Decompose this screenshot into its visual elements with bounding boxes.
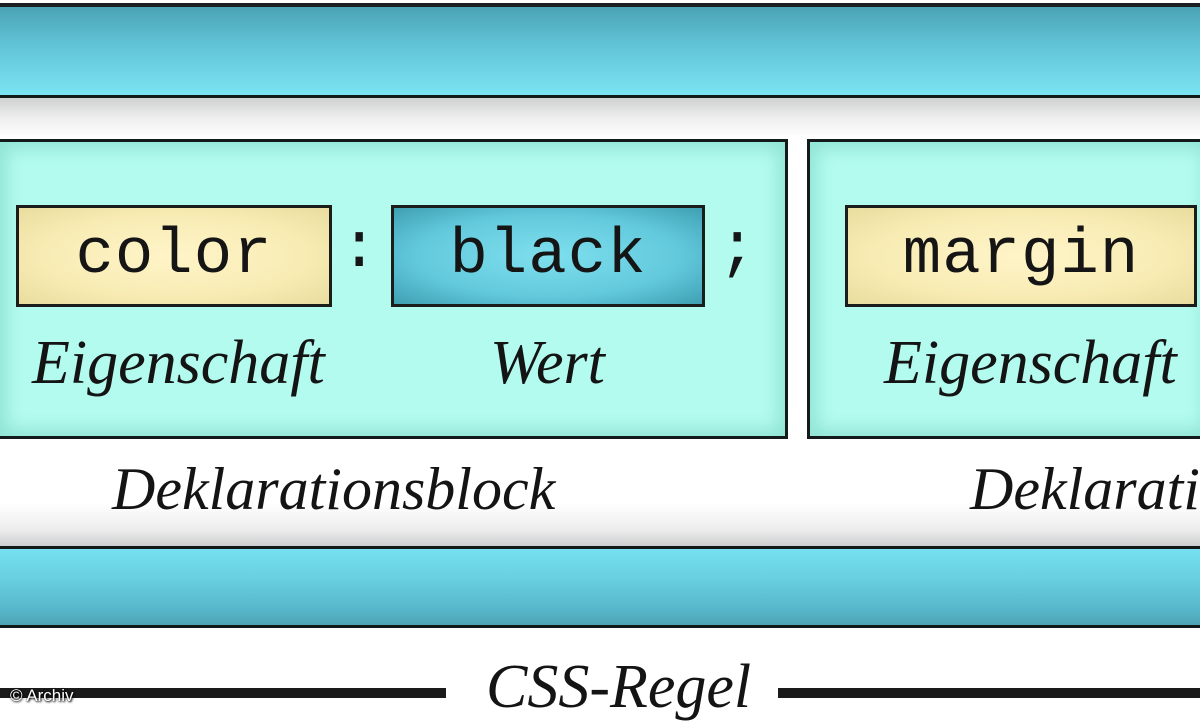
declaration-block-label-2: Deklarati [970,456,1200,522]
semicolon-terminator: ; [718,214,757,286]
copyright-watermark: © Archiv [10,686,74,705]
property-label-2: Eigenschaft [884,329,1177,397]
colon-separator: : [340,214,379,286]
property-label-1: Eigenschaft [32,329,325,397]
value-label-1: Wert [490,329,605,397]
rule-upper-gap [0,98,1200,138]
value-text: black [449,220,647,292]
declaration-block-label-1: Deklarationsblock [112,456,556,522]
rule-top-band [0,7,1200,95]
rule-bottom-divider [0,546,1200,549]
rule-bottom-border [0,625,1200,628]
rule-top-border [0,3,1200,7]
declaration-block-label-band [0,437,1200,547]
rule-caption-line-left [0,688,446,698]
property-token-margin: margin [845,205,1197,307]
rule-bottom-band [0,549,1200,625]
rule-caption-line-right [778,688,1200,698]
property-token-color: color [16,205,332,307]
property-text: color [75,220,273,292]
css-rule-label: CSS-Regel [486,653,752,721]
rule-top-divider [0,95,1200,98]
property-text: margin [902,220,1140,292]
value-token-black: black [391,205,705,307]
